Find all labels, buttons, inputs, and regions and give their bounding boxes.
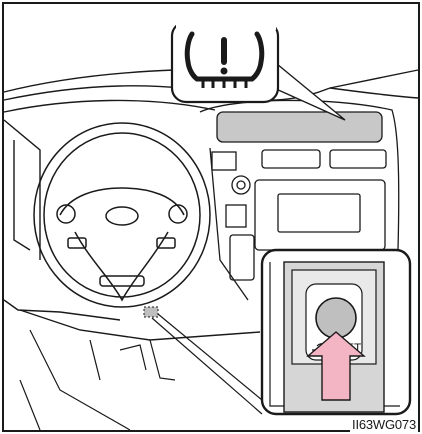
callout-line-switch-upper — [158, 314, 262, 400]
multi-display — [217, 112, 382, 142]
warning-light-callout — [172, 20, 345, 120]
audio-panel — [255, 180, 385, 250]
steering-wheel — [34, 123, 210, 307]
vent-center — [262, 150, 320, 168]
lower-dash — [20, 330, 175, 430]
steering-logo — [106, 207, 138, 225]
reset-switch-inset: SET — [262, 250, 410, 414]
figure-code: II63WG073 — [350, 417, 418, 432]
screen — [278, 194, 360, 232]
hazard-switch — [226, 205, 246, 227]
switch-location-marker — [144, 307, 158, 317]
vent-right — [330, 150, 386, 168]
vent-left — [212, 152, 236, 170]
knob — [232, 176, 250, 194]
shift-panel — [230, 235, 254, 280]
